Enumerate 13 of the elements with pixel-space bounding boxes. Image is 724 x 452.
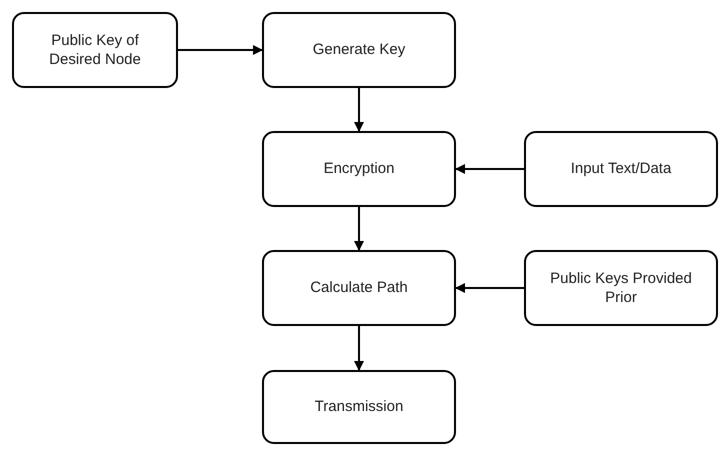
process-box: Input Text/Data — [524, 131, 718, 207]
arrow — [455, 283, 524, 293]
process-box: Public Keys Provided Prior — [524, 250, 718, 326]
process-box: Generate Key — [262, 12, 456, 88]
process-box: Encryption — [262, 131, 456, 207]
process-box: Calculate Path — [262, 250, 456, 326]
arrow — [354, 326, 364, 371]
arrow — [354, 88, 364, 132]
process-box: Public Key of Desired Node — [12, 12, 178, 88]
arrow — [455, 164, 524, 174]
process-box: Transmission — [262, 370, 456, 444]
arrow — [354, 207, 364, 251]
arrow — [178, 45, 263, 55]
